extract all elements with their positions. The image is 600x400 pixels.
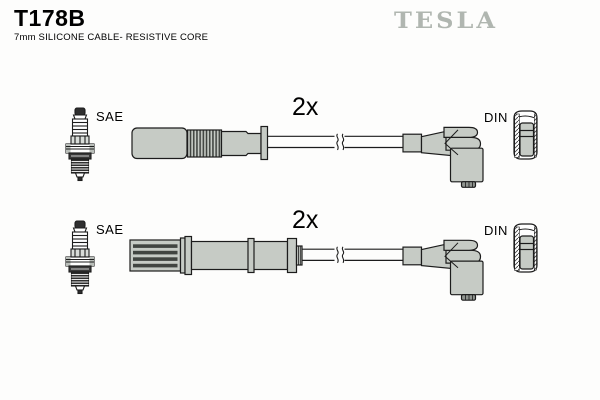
din-label-row2: DIN <box>484 223 508 238</box>
din-label-row1: DIN <box>484 110 508 125</box>
cable-row-1 <box>65 107 538 188</box>
distributor-boot-icon <box>402 126 484 188</box>
sae-label-row1: SAE <box>96 109 124 124</box>
quantity-label-row2: 2x <box>292 206 319 234</box>
spark-plug-icon <box>65 220 95 295</box>
ignition-wire <box>302 239 484 301</box>
ignition-wire <box>267 126 484 188</box>
plug-boot-ribbed <box>129 235 303 276</box>
wire-break-icon <box>336 133 345 151</box>
spark-plug-icon <box>65 107 95 182</box>
corrugated-sleeve <box>186 129 223 158</box>
cable-description: 7mm SILICONE CABLE- RESISTIVE CORE <box>14 32 209 43</box>
distributor-boot-icon <box>402 239 484 301</box>
din-terminal-icon <box>513 223 538 273</box>
part-number: T178B <box>14 5 86 31</box>
boot-slats <box>133 244 178 268</box>
sae-label-row2: SAE <box>96 222 124 237</box>
quantity-label-row1: 2x <box>292 93 319 121</box>
din-terminal-icon <box>513 110 538 160</box>
wire-break-icon <box>336 246 345 264</box>
cable-row-2 <box>65 220 538 301</box>
tesla-logo: TESLA <box>394 7 498 34</box>
plug-boot-smooth <box>131 125 269 161</box>
